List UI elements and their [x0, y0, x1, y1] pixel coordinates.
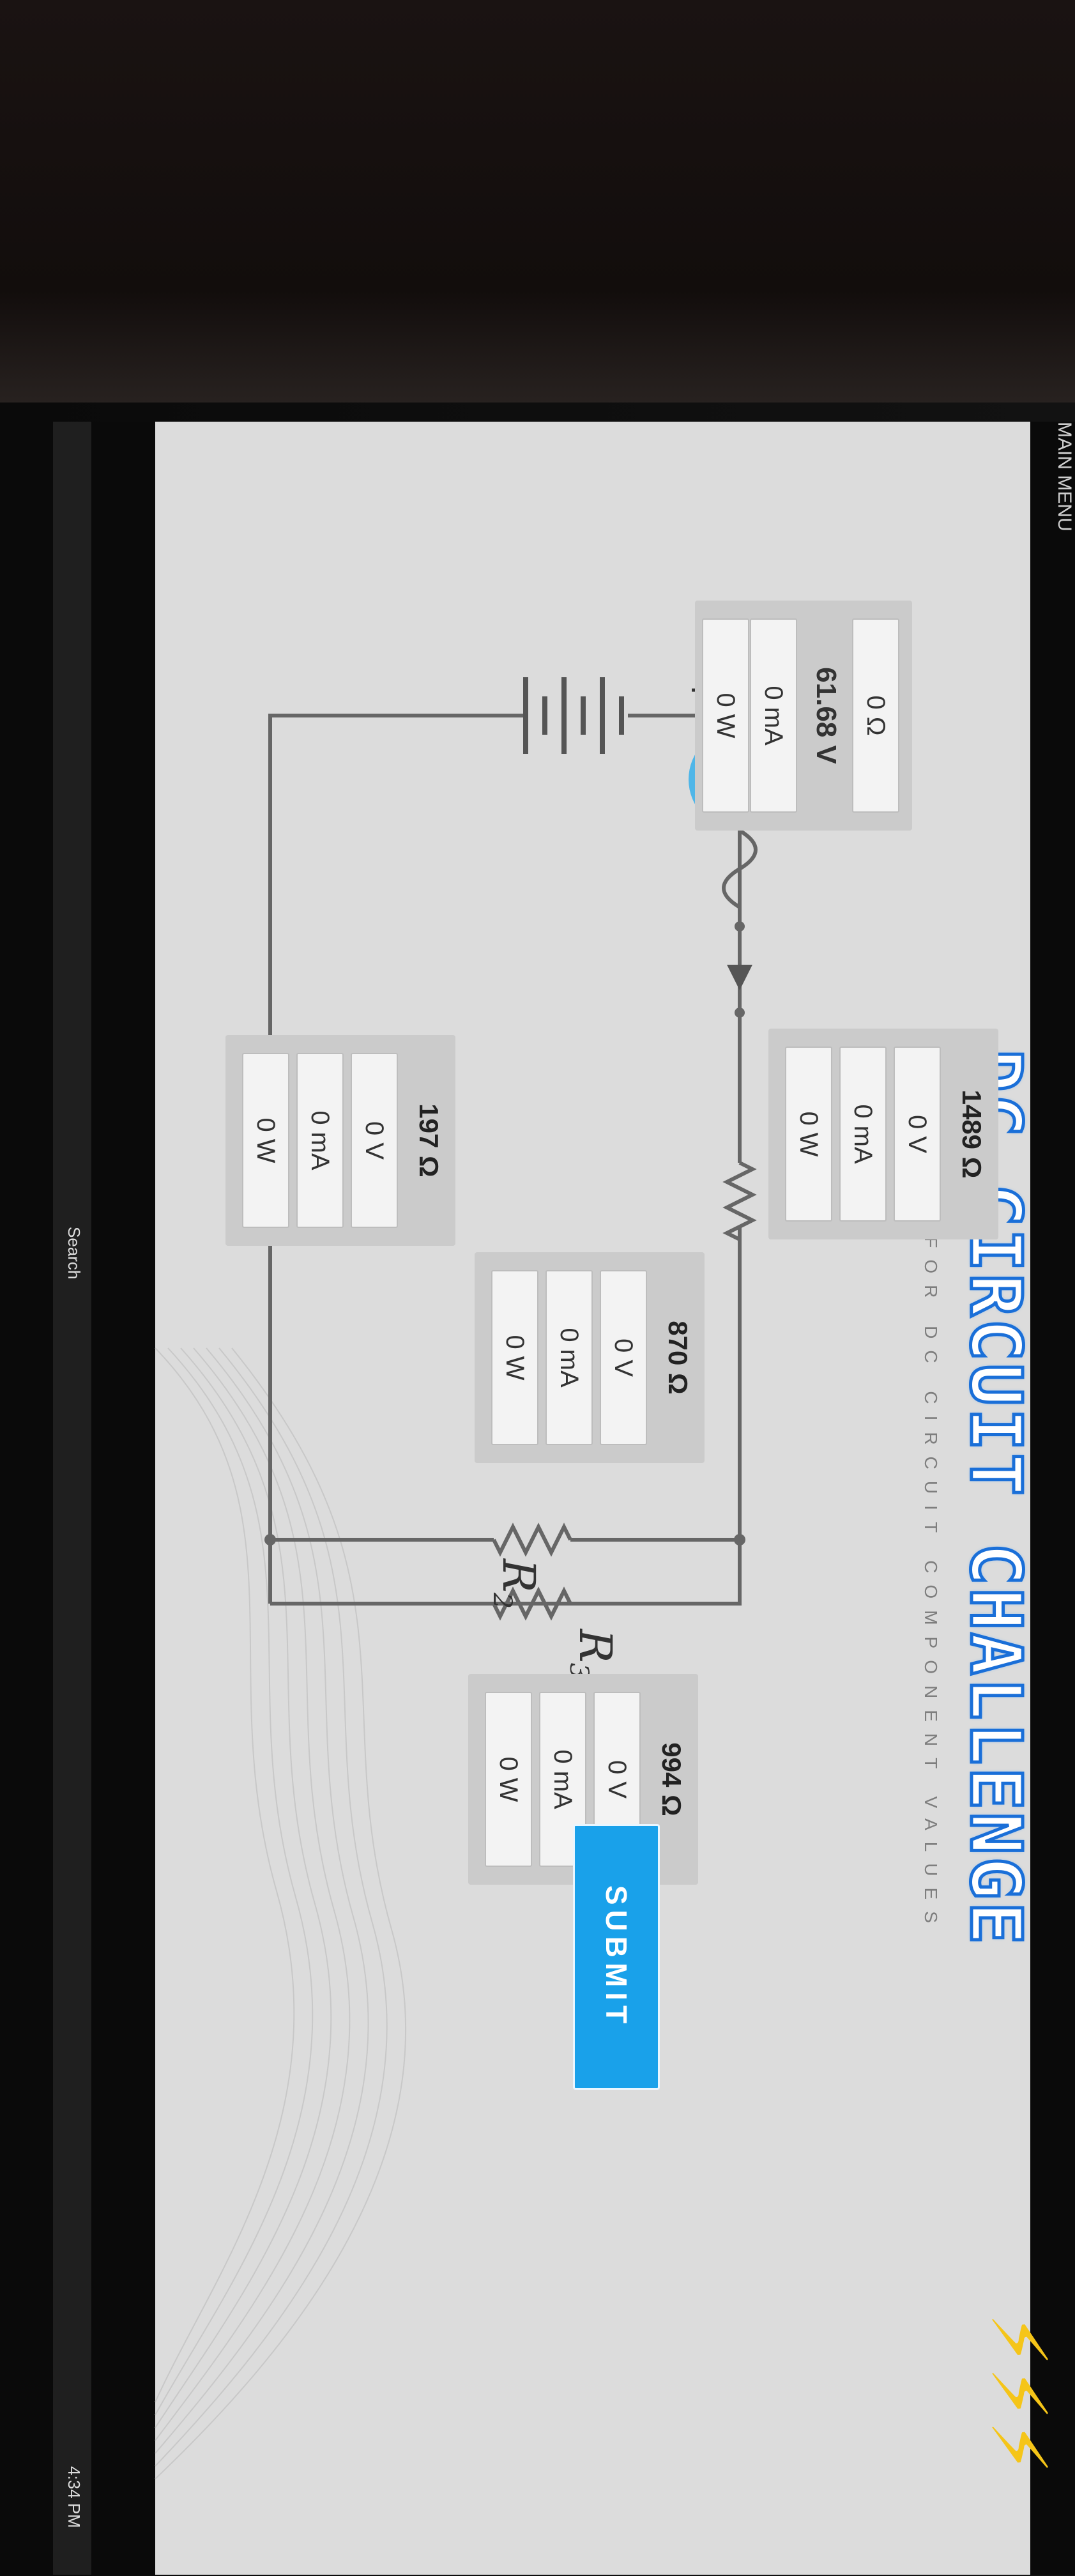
- taskbar-clock: 4:34 PM: [65, 2466, 84, 2528]
- resistor-r3-zigzag: [492, 1586, 572, 1621]
- r2-voltage-field[interactable]: 0 V: [600, 1270, 647, 1445]
- r2-power-field[interactable]: 0 W: [491, 1270, 538, 1445]
- circuit-diagram: [253, 677, 791, 1621]
- background-room: [0, 0, 1075, 415]
- r2-panel: 870 Ω 0 V 0 mA 0 W: [475, 1252, 705, 1463]
- battery-panel: 0 Ω 61.68 V 0 mA 0 W: [695, 601, 912, 831]
- r3-resistance-value: 994 Ω: [657, 1742, 687, 1816]
- r4-power-field[interactable]: 0 W: [242, 1053, 289, 1228]
- app-screen: MAIN MENU DC CIRCUIT CHALLENGE SOLVING F…: [53, 422, 1075, 2575]
- taskbar-search[interactable]: Search: [65, 1227, 84, 1280]
- r3-power-field[interactable]: 0 W: [485, 1692, 532, 1867]
- r1-resistance-value: 1489 Ω: [957, 1089, 987, 1179]
- wave-mesh-decoration: [155, 1347, 407, 2480]
- resistor-r1-zigzag: [722, 1161, 757, 1241]
- submit-button[interactable]: SUBMIT: [573, 1824, 660, 2090]
- battery-resistance-field[interactable]: 0 Ω: [852, 618, 899, 813]
- r3-label: R3: [564, 1629, 621, 1680]
- r2-resistance-value: 870 Ω: [663, 1321, 693, 1395]
- r4-resistance-value: 197 Ω: [414, 1103, 444, 1177]
- r1-panel: 1489 Ω 0 V 0 mA 0 W: [768, 1029, 998, 1239]
- r2-label: R2: [487, 1559, 545, 1609]
- resistor-r2-zigzag: [492, 1522, 572, 1557]
- r4-panel: 197 Ω 0 V 0 mA 0 W: [225, 1035, 455, 1246]
- battery-voltage-value: 61.68 V: [811, 667, 842, 764]
- r4-voltage-field[interactable]: 0 V: [351, 1053, 398, 1228]
- r4-current-field[interactable]: 0 mA: [296, 1053, 344, 1228]
- battery-power-field[interactable]: 0 W: [702, 618, 749, 813]
- r1-current-field[interactable]: 0 mA: [839, 1046, 887, 1222]
- os-taskbar: Search 4:34 PM: [53, 422, 91, 2575]
- r2-current-field[interactable]: 0 mA: [545, 1270, 593, 1445]
- r1-power-field[interactable]: 0 W: [785, 1046, 832, 1222]
- r1-voltage-field[interactable]: 0 V: [894, 1046, 941, 1222]
- battery-current-field[interactable]: 0 mA: [750, 618, 797, 813]
